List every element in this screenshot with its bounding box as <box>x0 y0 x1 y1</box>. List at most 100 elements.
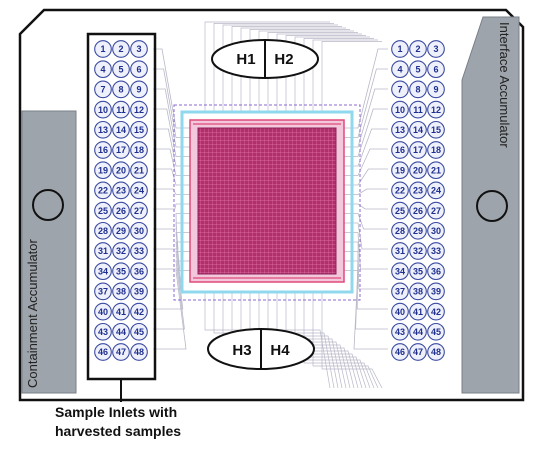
sample-inlet-number: 8 <box>118 85 123 95</box>
sample-inlet <box>409 181 427 200</box>
sample-inlet-number: 6 <box>433 64 438 74</box>
sample-inlet <box>112 80 130 99</box>
sample-inlet-number: 48 <box>134 347 144 357</box>
sample-inlet <box>391 322 409 341</box>
sample-inlet <box>427 80 445 99</box>
sample-inlet <box>391 181 409 200</box>
sample-inlet-number: 47 <box>413 347 423 357</box>
sample-inlet-number: 46 <box>395 347 405 357</box>
trace-line <box>267 32 358 112</box>
sample-inlet <box>427 120 445 139</box>
trace-line <box>312 39 378 112</box>
sample-inlet <box>94 181 112 200</box>
sample-inlet-number: 29 <box>413 226 423 236</box>
sample-inlet <box>391 282 409 301</box>
sample-inlet <box>94 100 112 119</box>
sample-inlet <box>130 80 148 99</box>
containment-accumulator-port <box>32 189 64 221</box>
sample-inlet-number: 38 <box>413 287 423 297</box>
sample-inlet <box>391 242 409 260</box>
sample-inlet <box>427 201 445 220</box>
sample-inlet-number: 21 <box>431 165 441 175</box>
sample-inlet <box>94 60 112 79</box>
sample-inlet-number: 4 <box>397 64 402 74</box>
heaters-bottom: H3 H4 <box>207 328 315 370</box>
sample-inlet-number: 4 <box>100 64 105 74</box>
sample-inlet <box>94 161 112 180</box>
sample-inlet-number: 30 <box>431 226 441 236</box>
reaction-chip <box>173 104 361 301</box>
sample-inlet <box>130 40 148 58</box>
sample-inlet-number: 5 <box>415 64 420 74</box>
sample-inlet-number: 30 <box>134 226 144 236</box>
sample-inlet-number: 35 <box>116 266 126 276</box>
sample-inlet-number: 1 <box>397 44 402 54</box>
sample-inlet <box>94 120 112 139</box>
sample-inlet <box>409 141 427 159</box>
sample-inlet <box>130 201 148 220</box>
trace-line <box>276 33 362 112</box>
sample-inlet-number: 2 <box>118 44 123 54</box>
sample-inlet <box>427 181 445 200</box>
sample-inlet-number: 46 <box>98 347 108 357</box>
sample-inlet <box>130 141 148 159</box>
sample-inlet <box>427 343 445 361</box>
sample-inlet-number: 22 <box>395 186 405 196</box>
sample-inlet <box>94 141 112 159</box>
sample-inlet-number: 18 <box>134 145 144 155</box>
sample-inlet-number: 14 <box>116 125 126 135</box>
sample-inlet <box>427 302 445 321</box>
sample-inlet <box>409 40 427 58</box>
sample-inlet <box>130 120 148 139</box>
sample-inlet-number: 19 <box>98 165 108 175</box>
sample-inlet-number: 23 <box>413 186 423 196</box>
sample-inlet-number: 47 <box>116 347 126 357</box>
sample-inlet-number: 42 <box>134 307 144 317</box>
sample-inlet-number: 9 <box>433 85 438 95</box>
sample-inlet-number: 37 <box>395 287 405 297</box>
sample-inlet-number: 39 <box>134 287 144 297</box>
caption-line-1: Sample Inlets with <box>55 404 178 420</box>
sample-inlet <box>391 343 409 361</box>
sample-inlet <box>409 322 427 341</box>
sample-inlet <box>409 80 427 99</box>
sample-inlet <box>391 302 409 321</box>
sample-inlet <box>112 120 130 139</box>
trace-line <box>321 292 383 389</box>
sample-inlet-number: 20 <box>116 165 126 175</box>
heater-h4-label: H4 <box>270 342 290 359</box>
sample-inlet <box>427 161 445 180</box>
sample-inlet-number: 45 <box>134 327 144 337</box>
sample-inlet <box>94 40 112 58</box>
trace-line <box>213 23 334 112</box>
sample-inlet-number: 8 <box>415 85 420 95</box>
sample-inlet <box>112 141 130 159</box>
sample-inlet <box>409 221 427 240</box>
sample-inlet <box>94 262 112 281</box>
sample-inlet-number: 28 <box>98 226 108 236</box>
sample-inlet-number: 36 <box>431 266 441 276</box>
trace-line <box>303 292 375 389</box>
trace-line <box>312 292 379 389</box>
sample-inlet <box>130 100 148 119</box>
sample-inlet-number: 5 <box>118 64 123 74</box>
sample-inlet-number: 34 <box>98 266 108 276</box>
sample-inlet-number: 11 <box>413 105 423 115</box>
sample-inlet-number: 22 <box>98 186 108 196</box>
interface-accumulator-label: Interface Accumulator <box>497 22 512 148</box>
sample-inlet-number: 25 <box>98 206 108 216</box>
sample-inlet-number: 41 <box>116 307 126 317</box>
sample-inlet-number: 42 <box>431 307 441 317</box>
sample-inlet-number: 14 <box>413 125 423 135</box>
sample-inlet <box>427 242 445 260</box>
sample-inlet-number: 9 <box>136 85 141 95</box>
trace-line <box>204 21 330 112</box>
sample-inlet-number: 45 <box>431 327 441 337</box>
trace-line <box>294 36 370 112</box>
sample-inlet <box>94 343 112 361</box>
sample-inlet <box>130 282 148 301</box>
sample-inlet-number: 33 <box>431 246 441 256</box>
sample-inlet <box>427 221 445 240</box>
